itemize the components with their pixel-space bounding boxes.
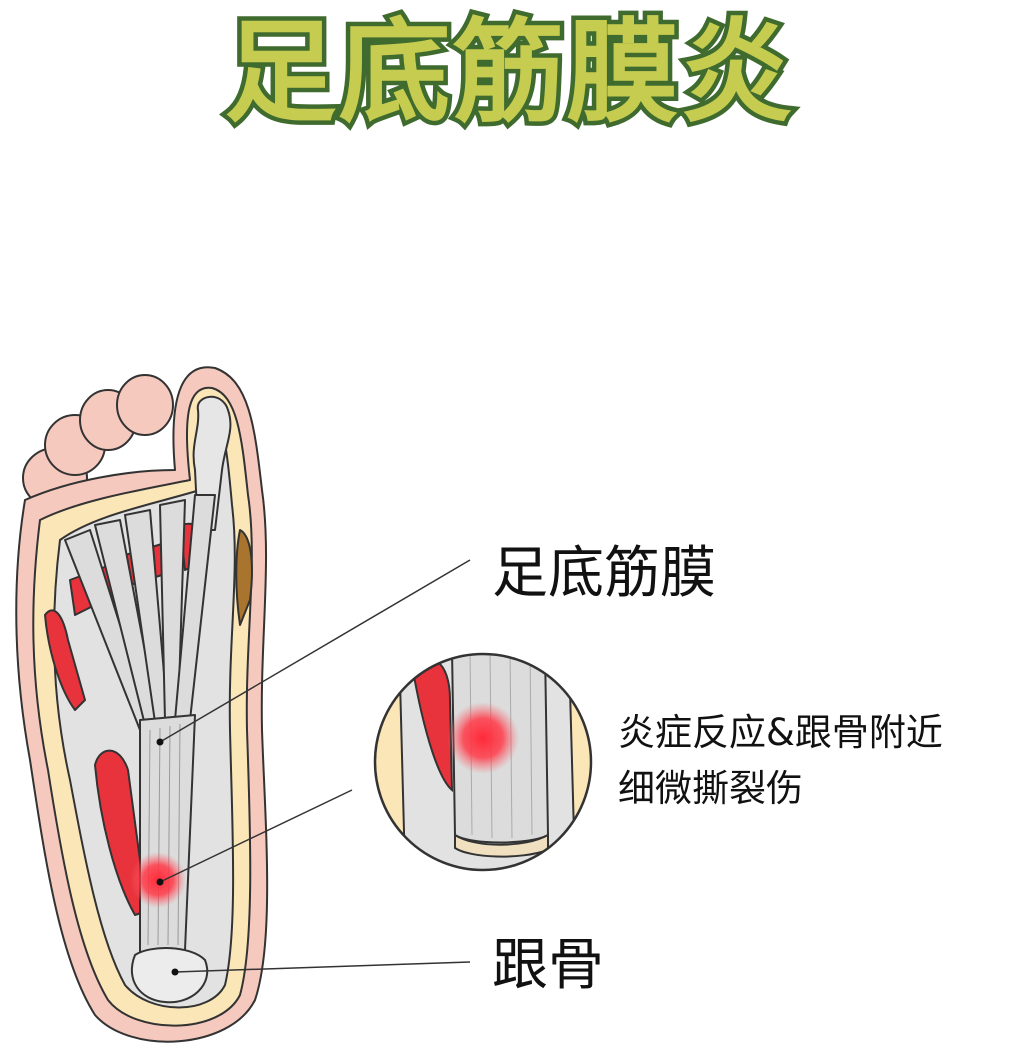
label-heel-bone: 跟骨: [492, 933, 604, 998]
fascia-bands: [64, 494, 216, 956]
muscle: [44, 609, 86, 711]
label-inflammation: 炎症反应&跟骨附近 细微撕裂伤: [618, 705, 943, 817]
label-plantar-fascia: 足底筋膜: [492, 541, 716, 606]
page-title: 足底筋膜炎: [220, 4, 797, 143]
magnified-inset: [373, 652, 593, 872]
heel-bone: [130, 947, 209, 1004]
leader-line-heel: [174, 961, 471, 973]
label-inflammation-line2: 细微撕裂伤: [618, 767, 803, 810]
label-inflammation-line1: 炎症反应&跟骨附近: [618, 711, 943, 754]
leader-line-inflammation: [159, 789, 353, 883]
leader-line-fascia: [159, 559, 471, 743]
fascia-fibers: [147, 723, 181, 946]
muscle-brown: [235, 529, 253, 626]
toe-2: [116, 374, 174, 436]
